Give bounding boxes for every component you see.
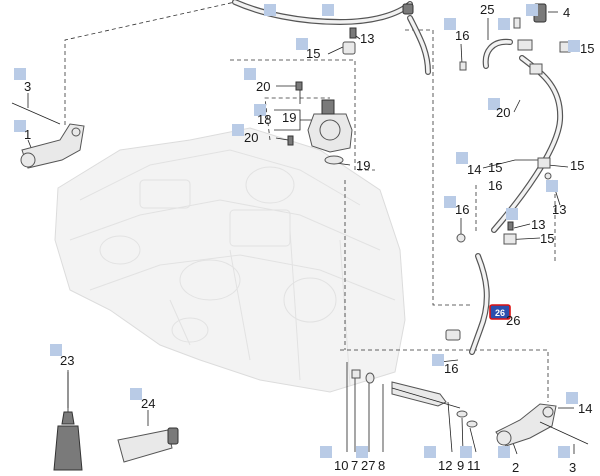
part-label[interactable]: 23	[60, 353, 74, 368]
part-label[interactable]: 15	[540, 231, 554, 246]
part-label[interactable]: 15	[488, 160, 502, 175]
part-label[interactable]: 3	[569, 460, 576, 475]
part-label[interactable]: 9	[457, 458, 464, 473]
thermostat-housing	[287, 99, 353, 165]
coolant-pipe-right	[495, 403, 589, 447]
part-labels: 3 1 20 15 13 20 18 19 20 19 25 4 16 15 2…	[24, 2, 594, 475]
part-label[interactable]: 20	[256, 79, 270, 94]
part-label[interactable]: 27	[361, 458, 375, 473]
part-label[interactable]: 15	[570, 158, 584, 173]
engine-block-illustration	[54, 127, 406, 393]
part-label[interactable]: 16	[444, 361, 458, 376]
part-label[interactable]: 16	[488, 178, 502, 193]
part-label[interactable]: 20	[496, 105, 510, 120]
highlighted-callout-26[interactable]: 26	[489, 304, 511, 320]
part-label[interactable]: 20	[244, 130, 258, 145]
part-label[interactable]: 2	[512, 460, 519, 475]
part-label[interactable]: 3	[24, 79, 31, 94]
part-label[interactable]: 14	[467, 162, 481, 177]
part-label[interactable]: 15	[306, 46, 320, 61]
coolant-pipe-left	[11, 102, 85, 169]
part-label[interactable]: 4	[563, 5, 570, 20]
part-label[interactable]: 10	[334, 458, 348, 473]
part-label[interactable]: 16	[455, 28, 469, 43]
part-label[interactable]: 7	[351, 458, 358, 473]
part-label[interactable]: 26	[506, 313, 520, 328]
coolant-pipe-bottom	[351, 369, 478, 428]
part-label[interactable]: 24	[141, 396, 155, 411]
part-label[interactable]: 8	[378, 458, 385, 473]
part-label[interactable]: 19	[282, 110, 296, 125]
bolt	[295, 81, 303, 104]
parts	[11, 0, 589, 471]
sealant-tube	[117, 427, 179, 463]
part-label[interactable]: 15	[580, 41, 594, 56]
part-label[interactable]: 12	[438, 458, 452, 473]
part-label[interactable]: 19	[356, 158, 370, 173]
part-label[interactable]: 13	[531, 217, 545, 232]
bottle	[53, 372, 83, 471]
part-label[interactable]: 25	[480, 2, 494, 17]
part-label[interactable]: 13	[552, 202, 566, 217]
part-label[interactable]: 1	[24, 127, 31, 142]
part-label[interactable]: 16	[455, 202, 469, 217]
highlighted-callout-text: 26	[495, 308, 505, 318]
reference-markers	[14, 4, 580, 458]
part-label[interactable]: 14	[578, 401, 592, 416]
part-label[interactable]: 11	[467, 458, 481, 473]
part-label[interactable]: 18	[257, 112, 271, 127]
part-label[interactable]: 13	[360, 31, 374, 46]
